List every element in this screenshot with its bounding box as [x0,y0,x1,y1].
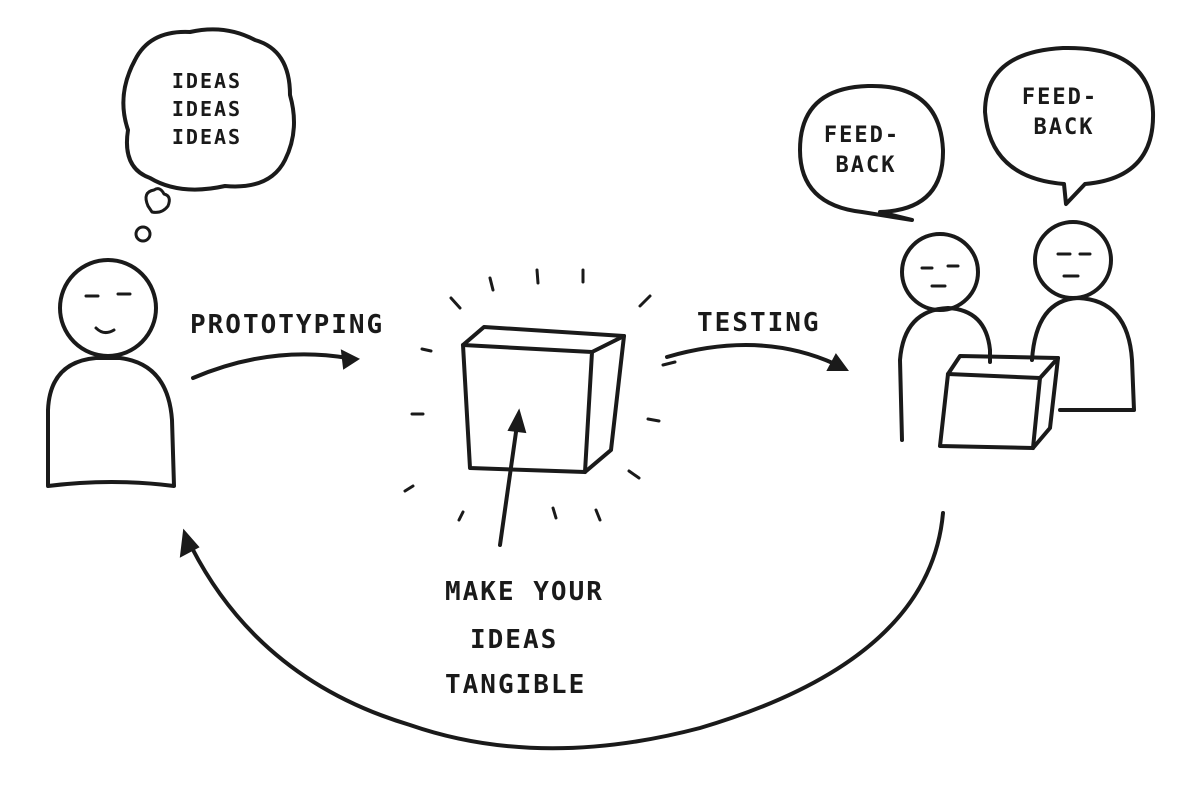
tested-box [938,354,1060,450]
user-right-body [1030,296,1136,412]
designer-figure [46,258,176,488]
prototype-box-side [583,334,626,474]
designer-body [46,356,176,488]
tangible-line-1: MAKE YOUR [445,577,604,607]
speech-bubble-right-line-2: BACK [1034,115,1095,140]
glow-line [646,417,661,423]
thought-dot-large [144,187,171,214]
glow-line [535,268,540,285]
thought-dots [134,187,171,243]
user-left-head [900,232,980,312]
prototyping-label: PROTOTYPING [190,310,384,340]
glow-line [594,508,602,522]
prototype-glow-lines [403,268,677,522]
designer-head [58,258,158,358]
tangible-pointer-line [498,423,519,547]
testing-arrowhead [826,353,849,371]
tested-box-top [946,354,1060,380]
tested-box-side [1031,356,1060,450]
speech-bubble-left-shape [798,83,946,222]
prototyping-arrowhead [340,349,361,370]
glow-line [403,484,415,493]
prototype-box-top [461,325,626,354]
glow-line [627,469,641,480]
user-figure-right [1030,220,1136,412]
user-right-head [1033,220,1113,300]
speech-bubble-left-line-2: BACK [836,153,897,178]
prototype-box [461,325,626,474]
prototype-box-front [461,343,594,474]
tangible-line-3: TANGIBLE [445,670,586,700]
feedback-loop-arrowhead [179,528,200,558]
thought-bubble: IDEAS IDEAS IDEAS [121,27,296,192]
designer-eyes [84,292,132,298]
thought-line-3: IDEAS [172,125,242,149]
prototyping-arrow-line [191,352,350,380]
speech-bubble-left: FEED- BACK [798,83,946,222]
tested-box-front [938,372,1042,450]
tangible-line-2: IDEAS [470,625,558,655]
tangible-pointer-arrow [498,408,527,547]
glow-line [457,510,465,522]
testing-arrow-line [665,343,837,366]
user-left-eyes [920,264,960,270]
feedback-loop-line [190,511,945,751]
glow-line [449,296,462,310]
speech-bubble-right-line-1: FEED- [1022,85,1098,110]
tangible-caption: MAKE YOUR IDEAS TANGIBLE [445,577,604,700]
glow-line [420,347,433,353]
tangible-pointer-arrowhead [507,408,527,434]
speech-bubble-right: FEED- BACK [983,45,1156,206]
glow-line [661,360,677,367]
testing-label: TESTING [697,308,821,338]
thought-dot-small [134,225,152,243]
glow-line [551,506,558,520]
thought-line-1: IDEAS [172,69,242,93]
prototyping-arrow: PROTOTYPING [190,310,384,380]
user-figure-left [898,232,992,442]
testing-arrow: TESTING [665,308,849,371]
feedback-loop-arrow [179,511,945,751]
designer-smile [94,326,116,335]
speech-bubble-right-shape [983,45,1156,206]
thought-line-2: IDEAS [172,97,242,121]
speech-bubble-left-line-1: FEED- [824,123,900,148]
user-left-body [898,306,992,442]
thought-cloud [121,27,296,192]
glow-line [638,294,652,308]
glow-line [488,276,495,292]
